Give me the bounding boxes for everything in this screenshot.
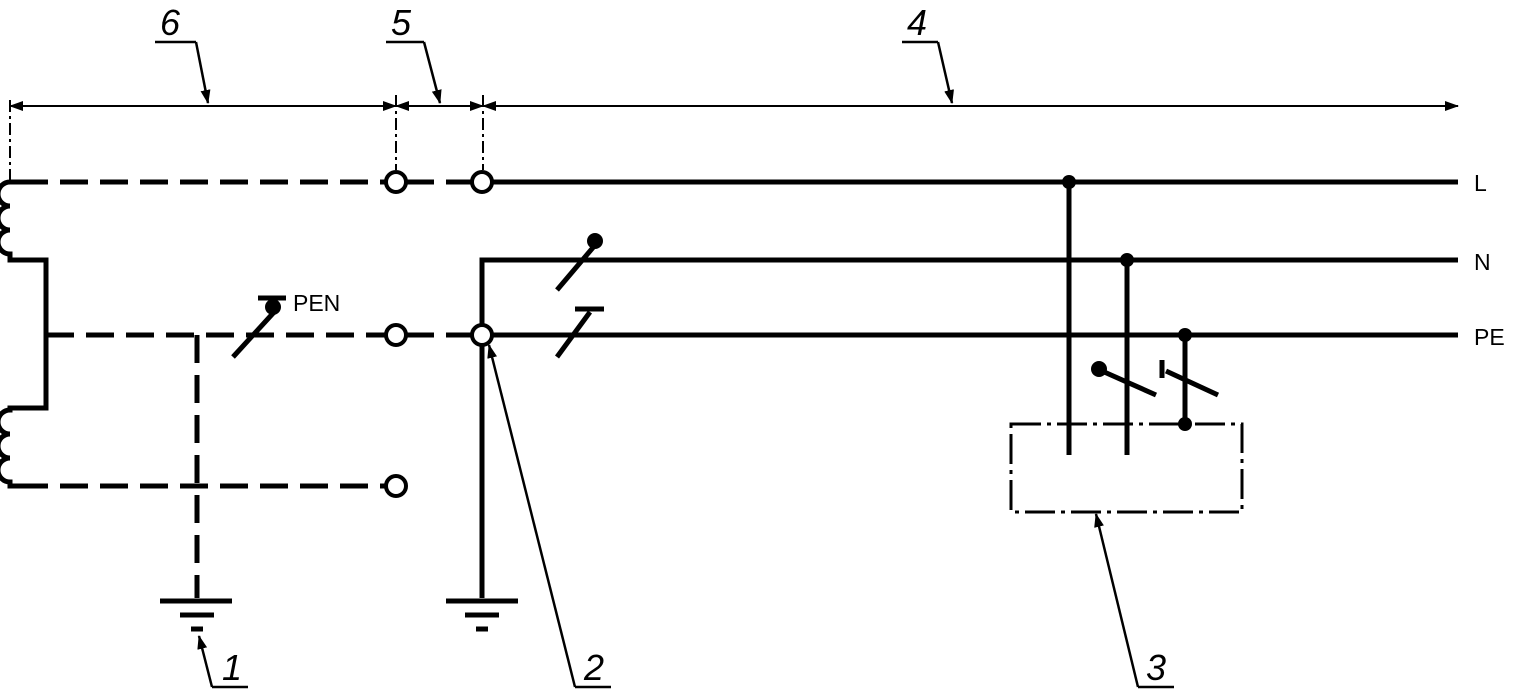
callout-4-number: 4 [907,2,927,43]
pen-conductor-symbol: PEN [231,290,340,359]
callout-2-number: 2 [583,647,604,688]
callout-5-number: 5 [391,2,412,43]
terminals [384,170,408,498]
callout-3: 3 [1094,513,1174,689]
callout-5: 5 [386,2,442,104]
l-terminal [470,170,494,194]
installation-conductors [479,179,1458,598]
callout-1: 1 [197,635,248,689]
pen-label: PEN [293,290,340,316]
conductor-label-pe: PE [1474,324,1505,350]
installation-earth-symbol [446,598,518,632]
conductor-label-n: N [1474,249,1491,275]
source-earth-symbol [160,598,232,632]
callout-4: 4 [902,2,954,104]
callout-1-number: 1 [222,647,242,688]
equipment-enclosure [1009,422,1244,514]
callout-6: 6 [155,2,211,104]
equipment-connections [1062,175,1220,455]
callout-2: 2 [487,344,611,689]
callout-6-number: 6 [160,2,181,43]
conductor-label-l: L [1474,170,1487,196]
pen-split-terminal [470,323,494,347]
transformer-windings [0,179,49,489]
dimension-lines [9,95,1459,180]
source-dashed-conductors [20,179,472,598]
callout-3-number: 3 [1146,647,1166,688]
n-pe-symbols [554,233,604,359]
